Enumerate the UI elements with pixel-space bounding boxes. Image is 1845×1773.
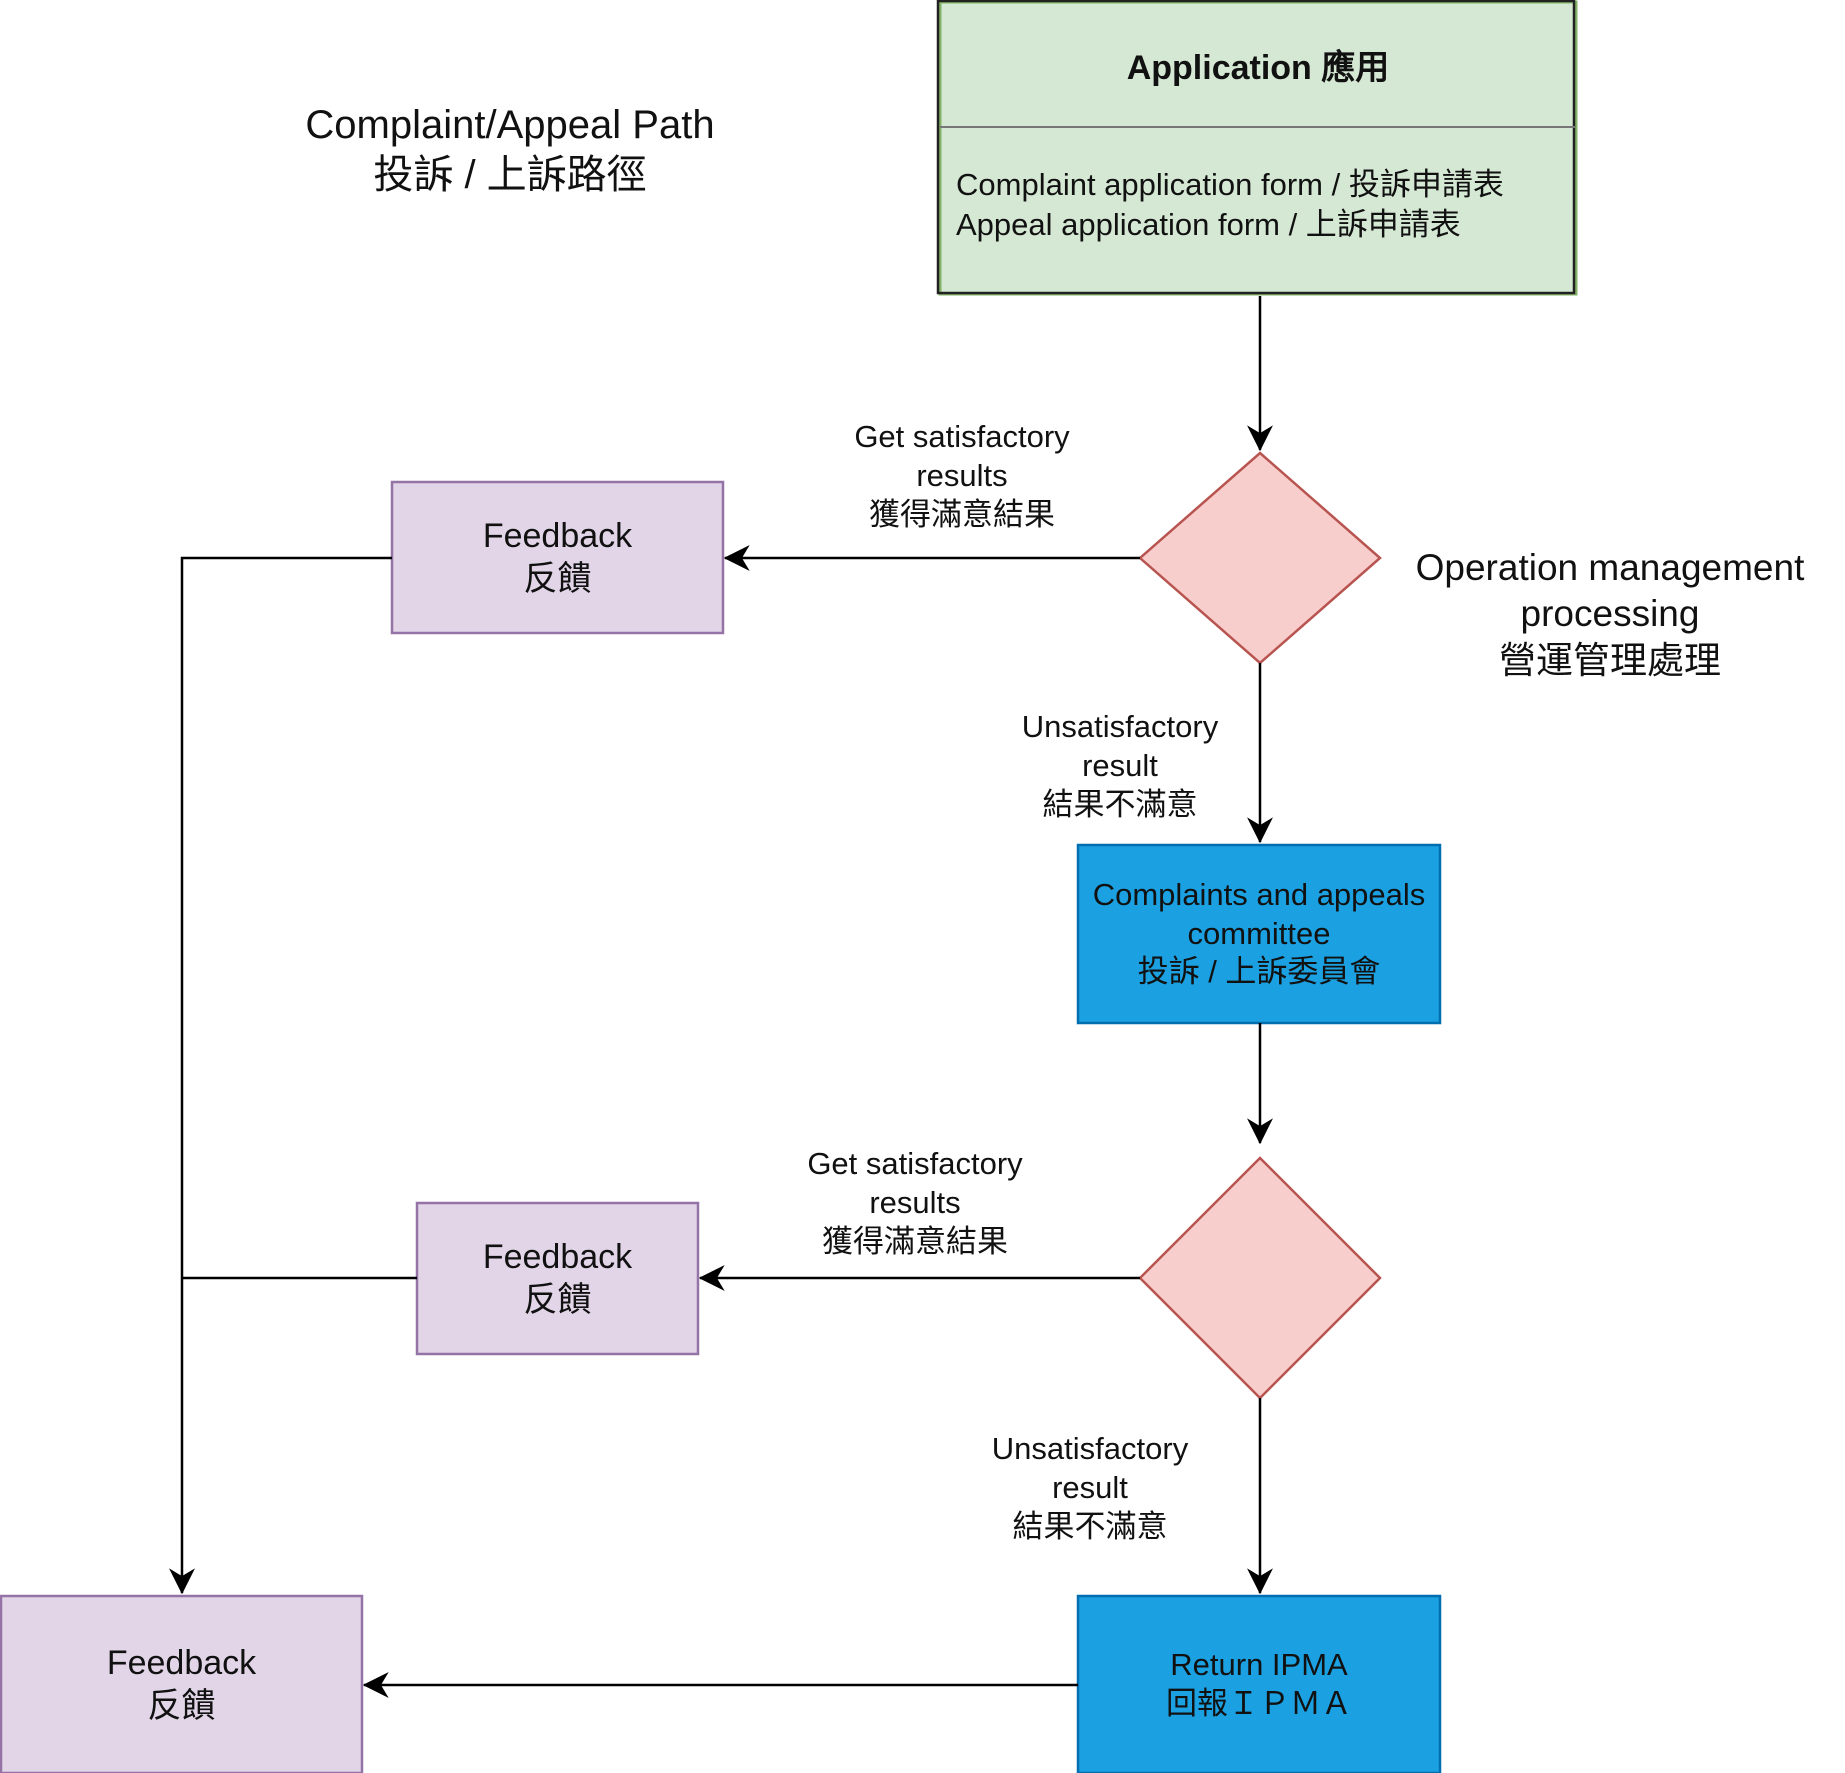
return-ipma-label: Return IPMA 回報ＩＰＭＡ: [1078, 1596, 1440, 1773]
decision-diamond-1: [1138, 451, 1382, 665]
feedback-2-en: Feedback: [482, 1238, 633, 1276]
edge-label-line: result: [1052, 1469, 1128, 1505]
edge-label-unsatisfactory-1: Unsatisfactory result 結果不滿意: [970, 708, 1270, 824]
return-ipma-box: [1076, 1594, 1442, 1773]
edge-label-line: result: [1082, 747, 1158, 783]
operation-management-label: Operation management processing 營運管理處理: [1395, 545, 1825, 684]
edge-label-line: 結果不滿意: [1042, 786, 1198, 822]
diagram-title-zh: 投訴 / 上訴路徑: [373, 153, 647, 197]
committee-line: Complaints and appeals: [1092, 876, 1426, 912]
edge-feedback-1-to-feedback-final: [169, 556, 392, 1595]
edge-label-line: 結果不滿意: [1012, 1508, 1168, 1544]
feedback-1-zh: 反饋: [523, 559, 592, 598]
feedback-box-1: [390, 480, 725, 635]
feedback-final-label: Feedback 反饋: [1, 1596, 362, 1773]
feedback-2-label: Feedback 反饋: [417, 1203, 698, 1354]
application-line-complaint: Complaint application form / 投訴申請表: [956, 167, 1504, 202]
feedback-final-en: Feedback: [106, 1644, 257, 1682]
return-ipma-line: Return IPMA: [1170, 1646, 1348, 1682]
diagram-title: Complaint/Appeal Path 投訴 / 上訴路徑: [270, 100, 750, 200]
application-header: Application 應用: [1126, 48, 1390, 87]
application-node: [936, 0, 1578, 296]
feedback-1-label: Feedback 反饋: [392, 482, 723, 633]
committee-label: Complaints and appeals committee 投訴 / 上訴…: [1078, 845, 1440, 1023]
feedback-1-en: Feedback: [482, 517, 633, 555]
committee-line: 投訴 / 上訴委員會: [1137, 954, 1381, 990]
edge-label-line: 獲得滿意結果: [822, 1223, 1008, 1259]
application-line-appeal: Appeal application form / 上訴申請表: [956, 207, 1461, 243]
edge-label-line: Get satisfactory: [807, 1146, 1023, 1181]
edge-label-line: results: [916, 457, 1008, 493]
edge-label-line: 獲得滿意結果: [869, 496, 1055, 532]
edge-label-line: Unsatisfactory: [1021, 709, 1219, 744]
side-label-line: Operation management: [1415, 547, 1805, 588]
edge-label-unsatisfactory-2: Unsatisfactory result 結果不滿意: [940, 1430, 1240, 1546]
edge-label-line: results: [869, 1184, 961, 1220]
feedback-final-zh: 反饋: [147, 1686, 216, 1725]
feedback-box-final: [0, 1594, 364, 1773]
side-label-line: 營運管理處理: [1499, 639, 1721, 681]
return-ipma-line: 回報ＩＰＭＡ: [1166, 1685, 1352, 1721]
application-body: Complaint application form / 投訴申請表 Appea…: [956, 165, 1576, 246]
decision-diamond-2: [1138, 1156, 1382, 1400]
edge-label-satisfactory-1: Get satisfactory results 獲得滿意結果: [812, 418, 1112, 534]
application-border: [936, 0, 1576, 295]
side-label-line: processing: [1520, 593, 1700, 635]
edge-label-satisfactory-2: Get satisfactory results 獲得滿意結果: [765, 1145, 1065, 1261]
edge-label-line: Unsatisfactory: [991, 1431, 1189, 1466]
edge-label-line: Get satisfactory: [854, 419, 1070, 454]
feedback-box-2: [415, 1201, 700, 1356]
diagram-title-en: Complaint/Appeal Path: [305, 103, 715, 147]
committee-box: [1076, 843, 1442, 1025]
application-box: [938, 0, 1578, 296]
committee-line: committee: [1187, 915, 1331, 951]
feedback-2-zh: 反饋: [523, 1280, 592, 1319]
